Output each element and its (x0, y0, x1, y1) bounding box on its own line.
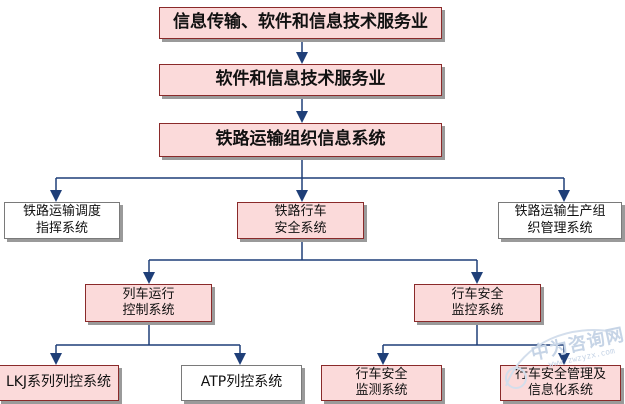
node-software: 软件和信息技术服务业 (159, 64, 442, 96)
node-lkj: LKJ系列列控系统 (0, 365, 119, 401)
node-dispatch: 铁路运输调度 指挥系统 (4, 202, 120, 239)
node-root: 信息传输、软件和信息技术服务业 (159, 7, 442, 39)
node-monitoring: 行车安全 监测系统 (321, 365, 442, 401)
node-safety: 铁路行车 安全系统 (237, 202, 364, 239)
node-atp: ATP列控系统 (181, 365, 302, 401)
node-railway-org: 铁路运输组织信息系统 (159, 123, 442, 157)
node-safety-monitor: 行车安全 监控系统 (414, 284, 541, 322)
node-train-control: 列车运行 控制系统 (85, 284, 212, 322)
node-production: 铁路运输生产组 织管理系统 (498, 202, 622, 239)
node-mgmt-info: 行车安全管理及 信息化系统 (500, 365, 621, 401)
